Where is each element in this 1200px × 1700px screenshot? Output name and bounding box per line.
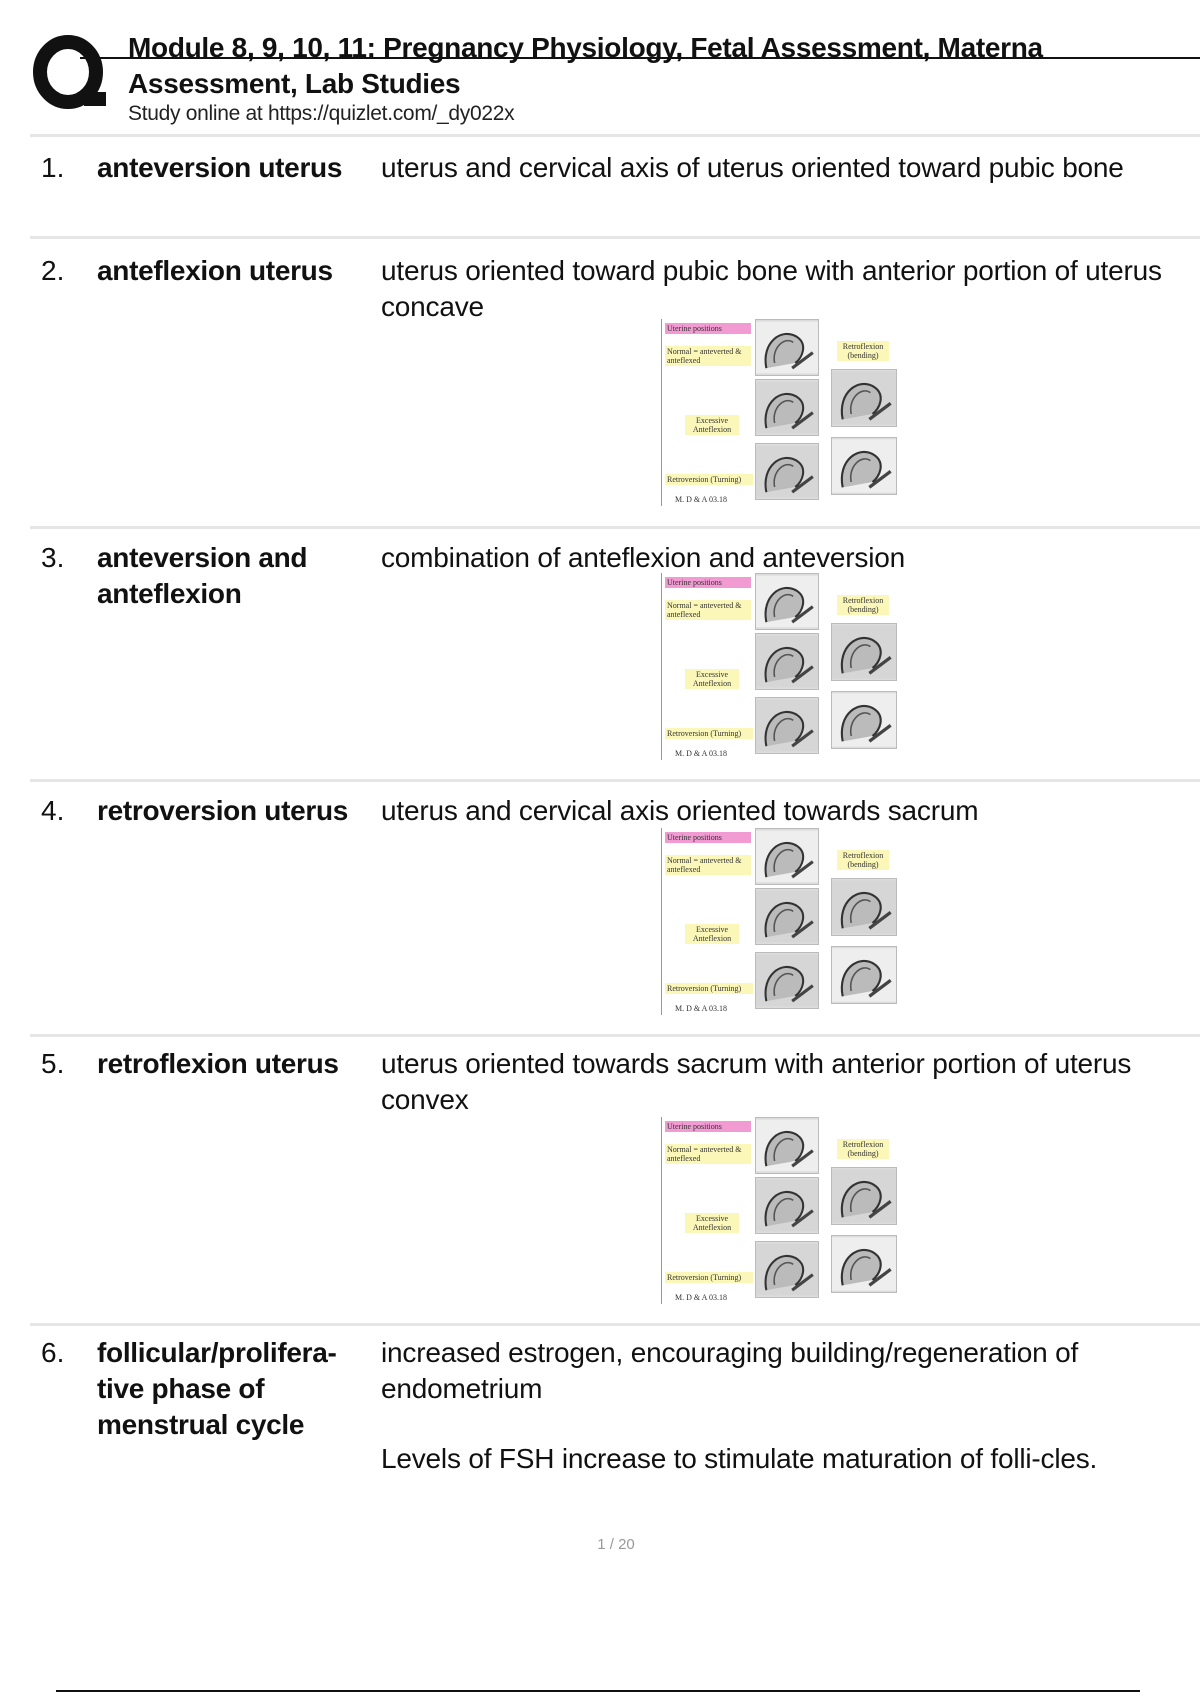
diagram-panel-normal <box>755 319 819 376</box>
diagram-label-retroversion: Retroversion (Turning) <box>665 474 753 485</box>
diagram-panel-full-prolapse <box>831 946 897 1004</box>
diagram-label-normal: Normal = anteverted & anteflexed <box>665 346 751 366</box>
diagram-credit: M. D & A 03.18 <box>675 749 728 758</box>
diagram-label-retroflexion: Retroflexion (bending) <box>837 1139 889 1159</box>
diagram-credit: M. D & A 03.18 <box>675 1004 728 1013</box>
diagram-panel-retroverted <box>755 697 819 754</box>
diagram-credit: M. D & A 03.18 <box>675 1293 728 1302</box>
diagram-label-normal: Normal = anteverted & anteflexed <box>665 600 751 620</box>
diagram-panel-excessive <box>755 888 819 945</box>
diagram-panel-full-prolapse <box>831 691 897 749</box>
page-title: Module 8, 9, 10, 11: Pregnancy Physiolog… <box>128 30 1043 102</box>
diagram-panel-normal <box>755 1117 819 1174</box>
card-definition: uterus oriented towards sacrum with ante… <box>381 1046 1181 1118</box>
row-divider <box>30 1323 1200 1326</box>
diagram-border <box>661 319 662 506</box>
diagram-panel-retroverted <box>755 952 819 1009</box>
diagram-panel-retroflexed <box>831 369 897 427</box>
page-number: 1 / 20 <box>597 1536 635 1553</box>
uterine-positions-diagram: Uterine positions Normal = anteverted & … <box>661 319 903 506</box>
diagram-label-excessive: Excessive Anteflexion <box>685 415 739 435</box>
diagram-credit: M. D & A 03.18 <box>675 495 728 504</box>
diagram-label-excessive: Excessive Anteflexion <box>685 1213 739 1233</box>
diagram-title: Uterine positions <box>665 832 751 843</box>
diagram-panel-normal <box>755 828 819 885</box>
diagram-panel-excessive <box>755 633 819 690</box>
title-line-1: Module 8, 9, 10, 11: Pregnancy Physiolog… <box>128 32 1043 63</box>
diagram-label-excessive: Excessive Anteflexion <box>685 924 739 944</box>
diagram-label-normal: Normal = anteverted & anteflexed <box>665 855 751 875</box>
row-divider <box>30 779 1200 782</box>
diagram-label-retroflexion: Retroflexion (bending) <box>837 341 889 361</box>
diagram-panel-retroflexed <box>831 623 897 681</box>
diagram-label-retroversion: Retroversion (Turning) <box>665 983 753 994</box>
diagram-label-normal: Normal = anteverted & anteflexed <box>665 1144 751 1164</box>
diagram-border <box>661 1117 662 1304</box>
diagram-panel-retroflexed <box>831 878 897 936</box>
uterine-positions-diagram: Uterine positions Normal = anteverted & … <box>661 573 903 760</box>
card-number: 5. <box>41 1048 65 1079</box>
card-definition: uterus and cervical axis of uterus orien… <box>381 150 1181 186</box>
uterine-positions-diagram: Uterine positions Normal = anteverted & … <box>661 828 903 1015</box>
definition-paragraph: uterus oriented towards sacrum with ante… <box>381 1048 1132 1115</box>
study-online-link[interactable]: Study online at https://quizlet.com/_dy0… <box>128 102 515 125</box>
card-number: 2. <box>41 255 65 286</box>
diagram-border <box>661 573 662 760</box>
diagram-panel-full-prolapse <box>831 437 897 495</box>
diagram-panel-full-prolapse <box>831 1235 897 1293</box>
title-underline <box>80 57 1200 59</box>
definition-paragraph: uterus and cervical axis of uterus orien… <box>381 152 1124 183</box>
diagram-label-retroversion: Retroversion (Turning) <box>665 728 753 739</box>
definition-paragraph: increased estrogen, encouraging building… <box>381 1337 1079 1404</box>
bottom-rule <box>56 1690 1140 1692</box>
card-definition: combination of anteflexion and anteversi… <box>381 540 1181 576</box>
card-term: retroversion uterus <box>97 795 349 826</box>
diagram-panel-retroflexed <box>831 1167 897 1225</box>
row-divider <box>30 526 1200 529</box>
card-term: anteversion uterus <box>97 152 343 183</box>
row-divider <box>30 1034 1200 1037</box>
row-divider <box>30 134 1200 137</box>
title-line-2: Assessment, Lab Studies <box>128 68 461 99</box>
diagram-panel-retroverted <box>755 443 819 500</box>
uterine-positions-diagram: Uterine positions Normal = anteverted & … <box>661 1117 903 1304</box>
diagram-label-retroflexion: Retroflexion (bending) <box>837 850 889 870</box>
diagram-title: Uterine positions <box>665 1121 751 1132</box>
card-term: anteversion and anteflexion <box>97 542 308 609</box>
diagram-panel-normal <box>755 573 819 630</box>
card-definition: uterus and cervical axis oriented toward… <box>381 793 1181 829</box>
diagram-title: Uterine positions <box>665 323 751 334</box>
row-divider <box>30 236 1200 239</box>
card-number: 3. <box>41 542 65 573</box>
definition-paragraph: uterus and cervical axis oriented toward… <box>381 795 979 826</box>
diagram-panel-retroverted <box>755 1241 819 1298</box>
diagram-title: Uterine positions <box>665 577 751 588</box>
diagram-border <box>661 828 662 1015</box>
card-definition: increased estrogen, encouraging building… <box>381 1335 1181 1477</box>
definition-paragraph: uterus oriented toward pubic bone with a… <box>381 255 1162 322</box>
diagram-label-retroflexion: Retroflexion (bending) <box>837 595 889 615</box>
definition-paragraph: combination of anteflexion and anteversi… <box>381 542 905 573</box>
diagram-label-retroversion: Retroversion (Turning) <box>665 1272 753 1283</box>
quizlet-logo-icon <box>33 35 106 109</box>
diagram-label-excessive: Excessive Anteflexion <box>685 669 739 689</box>
card-number: 1. <box>41 152 65 183</box>
card-term: anteflexion uterus <box>97 255 333 286</box>
card-definition: uterus oriented toward pubic bone with a… <box>381 253 1181 325</box>
definition-paragraph: Levels of FSH increase to stimulate matu… <box>381 1443 1098 1474</box>
card-term: retroflexion uterus <box>97 1048 339 1079</box>
diagram-panel-excessive <box>755 1177 819 1234</box>
card-number: 6. <box>41 1337 65 1368</box>
card-number: 4. <box>41 795 65 826</box>
diagram-panel-excessive <box>755 379 819 436</box>
card-term: follicular/prolifera-tive phase of menst… <box>97 1337 337 1440</box>
